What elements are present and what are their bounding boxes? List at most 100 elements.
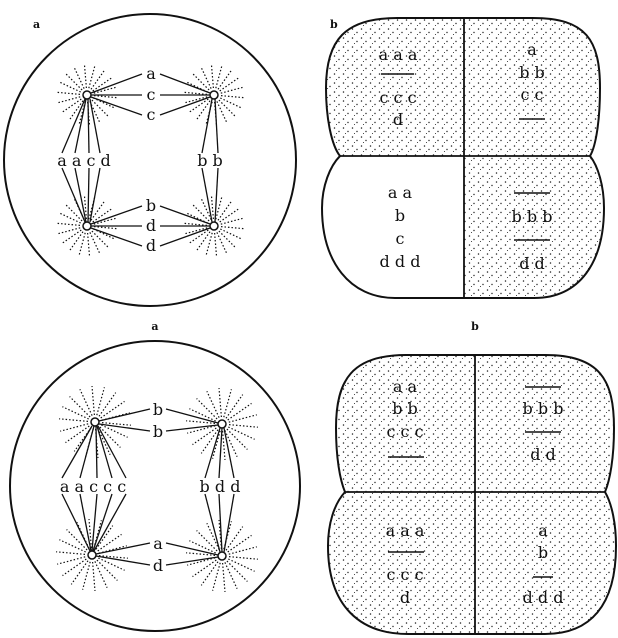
aster-ray (57, 92, 80, 94)
chromosome-label: c c (520, 85, 543, 104)
centrosome-top-left (91, 418, 99, 426)
chromosome-label: d (146, 236, 156, 255)
chromosome-label: d d (530, 445, 556, 464)
chromosome-label: d (146, 216, 156, 235)
aster-ray (94, 96, 117, 98)
chromosome-label: a (146, 64, 156, 83)
aster-ray (228, 427, 254, 439)
aster-ray (197, 399, 218, 420)
aster-ray (217, 232, 227, 253)
aster-ray (229, 557, 258, 560)
chromosome-label: d d (519, 254, 545, 273)
aster-ray (213, 563, 221, 591)
aster-ray (212, 65, 214, 88)
aster-ray (66, 205, 82, 221)
chromosome-label: d d d (380, 252, 421, 271)
chromosome-label: a a (393, 377, 418, 396)
panel-top-a: a a c c a a c d b b b (4, 14, 296, 306)
aster-ray (220, 78, 239, 91)
aster-ray (223, 431, 225, 460)
aster-ray (58, 97, 80, 103)
centrosome-top-right (218, 420, 226, 428)
chromosome-label: a a (388, 183, 413, 202)
chromosome-label: a a c c c (60, 477, 126, 496)
chromosome-label: b b (519, 63, 545, 82)
aster-ray (221, 96, 244, 98)
aster-ray (62, 230, 81, 243)
aster-ray (227, 429, 248, 450)
aster-ray (90, 232, 100, 253)
chromosome-label: b (153, 400, 163, 419)
chromosome-label: d d d (523, 588, 564, 607)
aster-ray (212, 196, 214, 219)
chromosome-label: c (147, 85, 156, 104)
aster-ray (74, 68, 84, 89)
chromosome-label: b b (197, 151, 223, 170)
chromosome-label: a (538, 521, 548, 540)
centrosome-bottom-right (210, 222, 218, 230)
aster-ray (62, 99, 81, 112)
chromosome-label: a a c d (57, 151, 111, 170)
aster-ray (97, 387, 105, 415)
aster-ray (70, 397, 91, 418)
aster-ray (60, 82, 81, 92)
aster-ray (217, 101, 227, 122)
aster-ray (59, 540, 85, 552)
aster-ray (93, 562, 95, 591)
panel-bottom-a: a b b a a c c c b d d a (10, 320, 300, 631)
aster-ray (57, 557, 85, 564)
aster-ray (88, 233, 90, 256)
aster-ray (83, 562, 91, 590)
aster-ray (228, 559, 254, 571)
quadrant-top-right (475, 355, 614, 492)
chromosome-label: d (153, 556, 163, 575)
chromosome-label: c c c (379, 88, 416, 107)
aster-ray (229, 547, 257, 554)
centrosome-top-right (210, 91, 218, 99)
aster-ray (79, 233, 85, 255)
aster-ray (184, 223, 207, 225)
panel-letter-bottom-a: a (151, 320, 158, 333)
aster-ray (197, 531, 218, 552)
cell-outline (4, 14, 296, 306)
chromosome-label: a (527, 40, 537, 59)
aster-ray (213, 431, 221, 459)
aster-ray (85, 65, 87, 88)
aster-ray (221, 87, 243, 93)
aster-ray (80, 389, 92, 415)
centrosome-bottom-right (218, 552, 226, 560)
chromosome-label: c (147, 105, 156, 124)
aster-ray (57, 223, 80, 225)
aster-ray (94, 227, 117, 229)
aster-ray (62, 407, 88, 419)
aster-ray (59, 419, 88, 422)
centrosome-bottom-left (88, 551, 96, 559)
cell-outline (10, 341, 300, 631)
chromosome-label: c c c (386, 422, 423, 441)
panel-top-b: b a a a c c c d a b b c c a a b c d d d … (322, 18, 604, 298)
aster-ray (207, 391, 219, 417)
aster-ray (216, 66, 222, 88)
chromosome-label: c (396, 229, 405, 248)
centrosome-bottom-left (83, 222, 91, 230)
aster-ray (224, 389, 232, 417)
aster-ray (220, 229, 241, 239)
aster-ray (219, 388, 221, 417)
aster-ray (201, 68, 211, 89)
aster-ray (221, 218, 243, 224)
aster-ray (56, 552, 85, 555)
aster-ray (66, 74, 82, 90)
panel-letter-top-b: b (330, 18, 338, 31)
chromosome-label: b b b (512, 207, 553, 226)
chromosome-label: b (395, 206, 405, 225)
aster-ray (206, 233, 212, 255)
aster-ray (223, 563, 225, 592)
chromosome-label: a (153, 534, 163, 553)
aster-ray (60, 424, 88, 431)
aster-ray (225, 562, 237, 588)
chromosome-label: d (393, 110, 403, 129)
aster-ray (89, 66, 95, 88)
panel-letter-top-a: a (33, 18, 40, 31)
aster-ray (221, 227, 244, 229)
aster-ray (220, 209, 239, 222)
